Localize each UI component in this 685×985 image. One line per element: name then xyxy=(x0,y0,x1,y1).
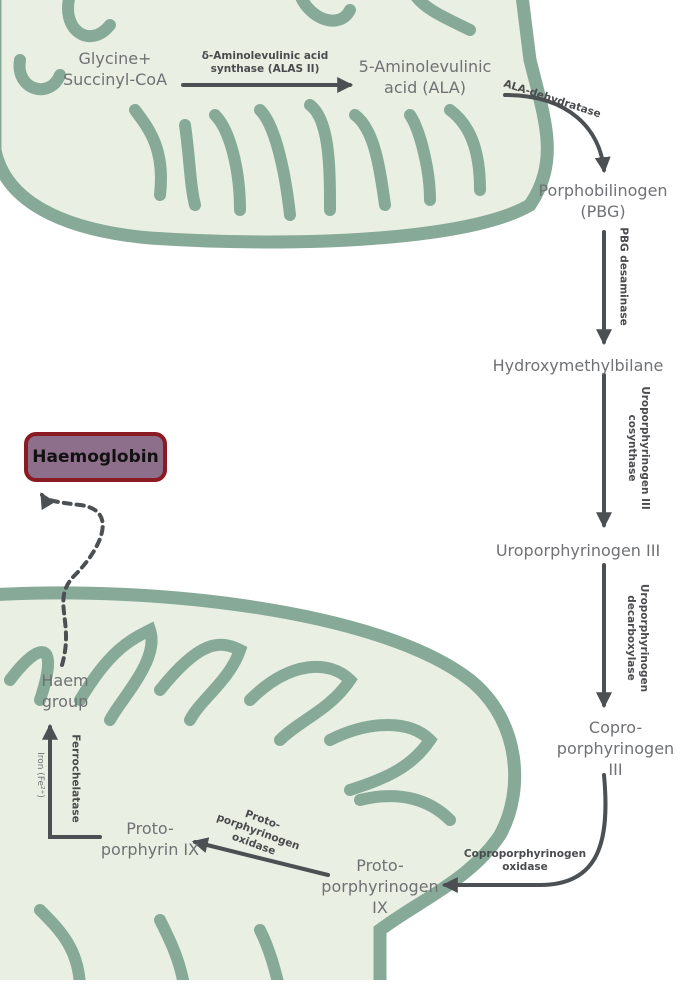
enzyme-ferrochelatase: Ferrochelatase xyxy=(69,734,82,823)
enzyme-pbg-desaminase: PBG desaminase xyxy=(617,227,630,326)
label-glycine-succinyl-coa: Glycine+ Succinyl-CoA xyxy=(62,49,168,89)
arrow-copro-to-protogen xyxy=(441,773,608,893)
mitochondrion-bottom xyxy=(0,586,522,985)
label-protoporphyrinogen-ix: Proto- porphyrinogen IX xyxy=(321,856,439,917)
label-coproporphyrinogen-iii: Copro- porphyrinogen III xyxy=(556,718,675,779)
arrow-ala-to-pbg xyxy=(503,93,611,174)
enzyme-uroporphyrinogen-decarboxylase: Uroporphyrinogen decarboxylase xyxy=(625,583,650,693)
label-uroporphyrinogen-iii: Uroporphyrinogen III xyxy=(495,541,661,560)
pathway-arrows xyxy=(40,77,612,893)
cofactor-iron: Iron (Fe²⁺) xyxy=(35,752,45,798)
label-hydroxymethylbilane: Hydroxymethylbilane xyxy=(492,356,664,375)
arrow-protogen-to-protoporphyrin xyxy=(191,837,330,877)
arrow-haem-to-haemoglobin xyxy=(40,492,105,667)
enzyme-uroporphyrinogen-cosynthase: Uroporphyrinogen III cosynthase xyxy=(626,386,651,510)
enzyme-coproporphyrinogen-oxidase: Coproporphyrinogen oxidase xyxy=(463,848,587,873)
arrow-protoporphyrin-to-haem xyxy=(42,723,102,839)
haemoglobin-label: Haemoglobin xyxy=(32,447,159,467)
haemoglobin-box: Haemoglobin xyxy=(24,432,167,482)
mitochondrion-top xyxy=(0,0,554,249)
enzyme-alas: δ-Aminolevulinic acid synthase (ALAS II) xyxy=(201,50,329,75)
label-haem-group: Haem group xyxy=(41,671,89,711)
label-protoporphyrin-ix: Proto- porphyrin IX xyxy=(100,819,200,859)
label-pbg: Porphobilinogen (PBG) xyxy=(538,181,668,221)
label-ala: 5-Aminolevulinic acid (ALA) xyxy=(358,57,492,97)
